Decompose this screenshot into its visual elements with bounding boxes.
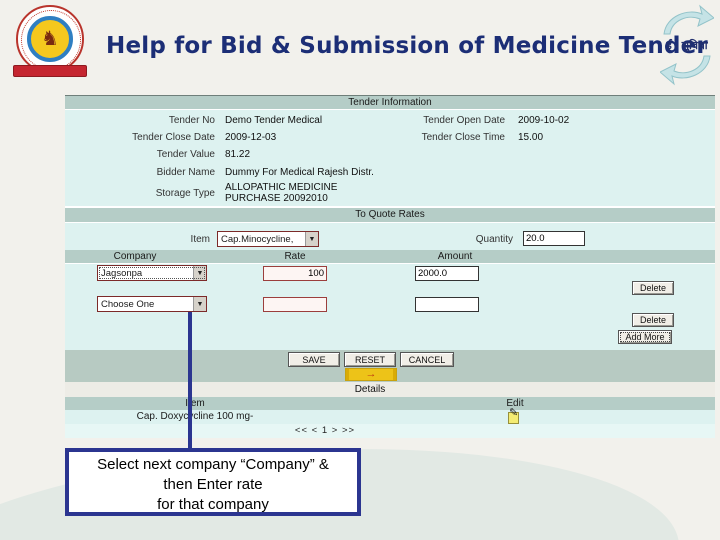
- rate-input-row1[interactable]: [263, 266, 327, 281]
- cancel-button[interactable]: CANCEL: [400, 352, 454, 367]
- amount-input-row1[interactable]: [415, 266, 479, 281]
- bidder-name-value: Dummy For Medical Rajesh Distr.: [225, 167, 374, 178]
- esuvidha-label: ई - सुविधा: [666, 40, 708, 52]
- tender-form: Tender Information Tender No Demo Tender…: [65, 95, 715, 438]
- callout-pointer-line: [188, 312, 192, 450]
- company-column-header: Company: [113, 251, 157, 262]
- items-table-row: Cap. Doxycycline 100 mg-: [65, 410, 715, 424]
- page-title: Help for Bid & Submission of Medicine Te…: [106, 33, 708, 59]
- pagination-row: << < 1 > >>: [65, 424, 715, 438]
- tender-close-date-value: 2009-12-03: [225, 132, 277, 143]
- company-select-row1[interactable]: Jagsonpa ▼: [97, 265, 207, 281]
- seal-ribbon: [13, 65, 87, 77]
- tender-value-label: Tender Value: [156, 149, 215, 160]
- pagination-controls[interactable]: << < 1 > >>: [294, 425, 356, 436]
- items-table-header: Item Edit: [65, 397, 715, 410]
- company-select-row1-value: Jagsonpa: [101, 267, 143, 279]
- tender-information-panel: Tender No Demo Tender Medical Tender Ope…: [65, 110, 715, 206]
- tender-open-date-value: 2009-10-02: [518, 115, 570, 126]
- item-select[interactable]: Cap.Minocycline, ▼: [217, 231, 319, 247]
- add-more-button[interactable]: Add More: [618, 330, 672, 344]
- tender-no-value: Demo Tender Medical: [225, 115, 323, 126]
- tender-close-date-label: Tender Close Date: [132, 132, 215, 143]
- item-name: Cap. Doxycycline 100 mg-: [136, 411, 254, 422]
- seal-center: ♞: [27, 16, 73, 62]
- rate-columns-header: Company Rate Amount: [65, 250, 715, 263]
- horse-rider-icon: ♞: [41, 28, 59, 50]
- chevron-down-icon: ▼: [305, 232, 318, 246]
- callout-line-3: for that company: [157, 496, 269, 513]
- details-button[interactable]: →: [345, 368, 397, 381]
- seal-ring: ♞: [16, 5, 84, 73]
- to-quote-rates-header: To Quote Rates: [65, 208, 715, 222]
- item-column-header: Item: [185, 398, 205, 409]
- delete-button-row2[interactable]: Delete: [632, 313, 674, 327]
- cycle-arrow-bottom-icon: [660, 55, 711, 86]
- company-select-row2[interactable]: Choose One ▼: [97, 296, 207, 312]
- tender-information-header: Tender Information: [65, 95, 715, 109]
- callout-line-1: Select next company “Company” &: [97, 456, 329, 473]
- amount-column-header: Amount: [437, 251, 473, 262]
- edit-column-header: Edit: [506, 398, 524, 409]
- callout-box: Select next company “Company” & then Ent…: [65, 448, 361, 516]
- arrow-right-icon: →: [365, 368, 377, 380]
- item-select-value: Cap.Minocycline,: [221, 233, 294, 245]
- cycle-arrow-top-icon: [663, 4, 714, 35]
- tender-close-time-label: Tender Close Time: [421, 132, 505, 143]
- rate-input-row2[interactable]: [263, 297, 327, 312]
- item-label: Item: [190, 234, 210, 245]
- edit-icon[interactable]: ✎: [508, 407, 520, 424]
- reset-button[interactable]: RESET: [344, 352, 396, 367]
- tender-open-date-label: Tender Open Date: [423, 115, 505, 126]
- chevron-down-icon: ▼: [193, 266, 206, 280]
- tender-no-label: Tender No: [168, 115, 215, 126]
- esuvidha-badge: ई - सुविधा: [656, 2, 718, 90]
- rate-column-header: Rate: [284, 251, 306, 262]
- item-quantity-panel: [65, 223, 715, 250]
- details-strip: [65, 382, 715, 397]
- slide-header: ♞ Help for Bid & Submission of Medicine …: [0, 0, 720, 92]
- delete-button-row1[interactable]: Delete: [632, 281, 674, 295]
- quantity-label: Quantity: [475, 234, 513, 245]
- quantity-input[interactable]: [523, 231, 585, 246]
- chevron-down-icon: ▼: [193, 297, 206, 311]
- storage-type-value: ALLOPATHIC MEDICINE PURCHASE 20092010: [225, 182, 338, 204]
- tender-value-value: 81.22: [225, 149, 251, 160]
- details-label: Details: [354, 384, 386, 395]
- company-select-row2-value: Choose One: [101, 298, 155, 310]
- bidder-name-label: Bidder Name: [156, 167, 215, 178]
- storage-type-label: Storage Type: [155, 188, 215, 199]
- amount-input-row2[interactable]: [415, 297, 479, 312]
- callout-line-2: then Enter rate: [163, 476, 263, 493]
- municipal-seal-logo: ♞: [12, 5, 90, 89]
- tender-close-time-value: 15.00: [518, 132, 544, 143]
- save-button[interactable]: SAVE: [288, 352, 340, 367]
